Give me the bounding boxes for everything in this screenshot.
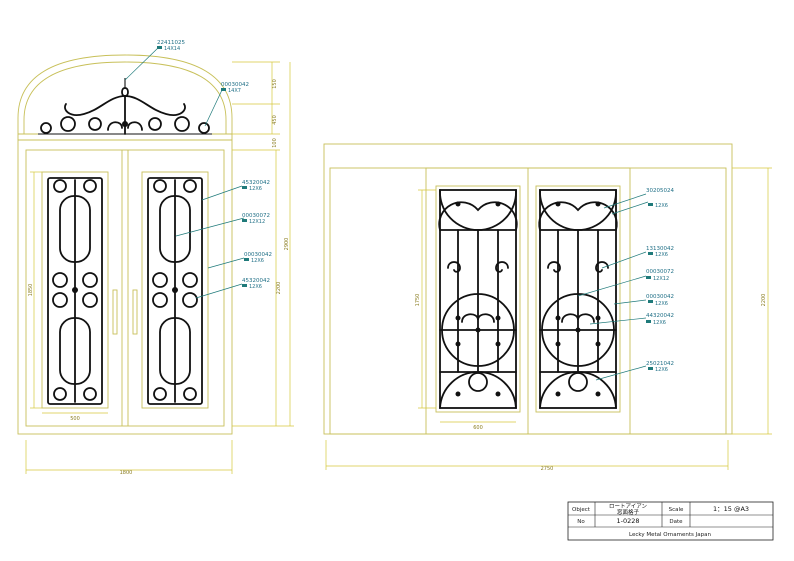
callout-code: 25021042 <box>646 361 674 367</box>
left-panel-width: 500 <box>70 416 80 422</box>
callout-size: 12X6 <box>249 284 262 290</box>
scale-label: Scale <box>669 507 684 513</box>
object-value-line2: 窓面格子 <box>617 508 640 516</box>
callout-code: 45320042 <box>242 180 270 186</box>
svg-text:100: 100 <box>272 138 278 148</box>
right-height: 2200 <box>761 294 767 307</box>
right-door-grille <box>147 177 203 405</box>
right-elevation: 1750 600 2200 2750 30205024 12X6 1313004… <box>323 143 772 472</box>
object-value-line1: ロートアイアン <box>609 503 648 510</box>
callout-code: 30205024 <box>646 188 674 194</box>
left-door-height: 2200 <box>276 282 282 295</box>
callout-code: 44320042 <box>646 313 674 319</box>
callout-size: 12X6 <box>653 320 666 326</box>
callout-code: 00030072 <box>646 269 674 275</box>
window-panel-right <box>535 185 621 413</box>
callout-code: 45320042 <box>242 278 270 284</box>
callout-size: 12X6 <box>655 367 668 373</box>
callout-code: 22411025 <box>157 40 185 46</box>
callout-code: 00030042 <box>646 294 674 300</box>
callout-size: 12X6 <box>251 258 264 264</box>
left-panel-height: 1850 <box>28 284 34 297</box>
no-label: No <box>577 519 585 525</box>
callout-size: 14X14 <box>164 46 180 52</box>
callout-size: 14X7 <box>228 88 241 94</box>
left-total-height: 2900 <box>284 238 290 251</box>
scale-value: 1：15 @A3 <box>713 505 749 513</box>
left-overall-width: 1800 <box>120 470 133 476</box>
door-frame-inner <box>25 149 225 427</box>
window-panel-left <box>435 185 521 413</box>
no-value: 1-0228 <box>616 517 639 525</box>
svg-text:450: 450 <box>272 115 278 125</box>
object-label: Object <box>572 507 591 513</box>
right-door-panel <box>141 171 209 409</box>
company-name: Lecky Metal Ornaments Japan <box>629 532 712 538</box>
right-callouts: 30205024 12X6 13130042 12X6 00030072 12X… <box>577 188 674 381</box>
window-grille-left <box>438 189 518 409</box>
callout-size: 12X6 <box>249 186 262 192</box>
callout-code: 13130042 <box>646 246 674 252</box>
door-handle-left <box>112 289 118 335</box>
callout-code: 00030042 <box>244 252 272 258</box>
date-label: Date <box>669 519 683 525</box>
left-dimensions: 1850 500 1800 150 450 100 2200 2900 <box>25 61 294 476</box>
left-callouts: 22411025 14X14 00030042 14X7 45320042 12… <box>124 40 272 299</box>
left-door-panel <box>41 171 109 409</box>
callout-code: 00030042 <box>221 82 249 88</box>
callout-size: 12X6 <box>655 203 668 209</box>
right-dimensions: 1750 600 2200 2750 <box>325 167 772 472</box>
transom-ornament <box>38 78 212 135</box>
door-handle-right <box>132 289 138 335</box>
svg-text:150: 150 <box>272 79 278 89</box>
callout-size: 12X6 <box>655 252 668 258</box>
right-overall-width: 2750 <box>541 466 554 472</box>
window-grille-right <box>538 189 618 409</box>
left-elevation: 1850 500 1800 150 450 100 2200 2900 2241 <box>17 40 294 476</box>
callout-code: 00030072 <box>242 213 270 219</box>
callout-size: 12X6 <box>655 301 668 307</box>
left-door-grille <box>47 177 103 405</box>
door-frame-outer <box>17 139 233 435</box>
right-panel-height: 1750 <box>415 294 421 307</box>
callout-size: 12X12 <box>249 219 265 225</box>
title-block: Object ロートアイアン 窓面格子 Scale 1：15 @A3 No 1-… <box>567 501 774 541</box>
right-panel-width: 600 <box>473 425 483 431</box>
arch-frame-inner <box>23 61 227 134</box>
callout-size: 12X12 <box>653 276 669 282</box>
